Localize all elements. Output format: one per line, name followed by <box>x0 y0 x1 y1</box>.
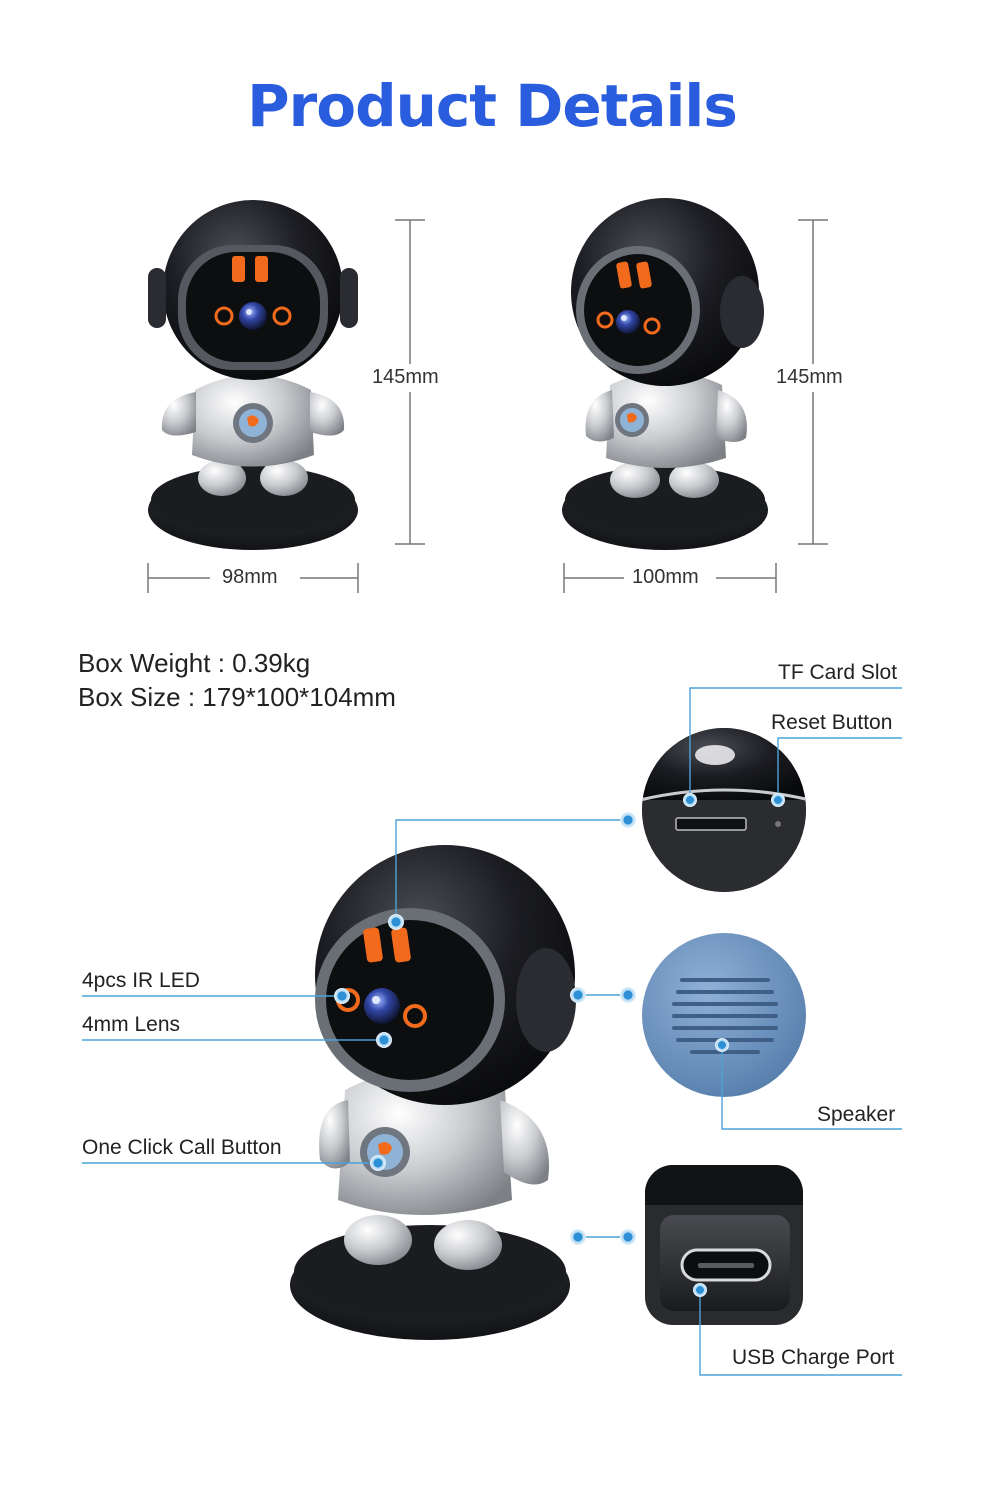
front-width-label: 98mm <box>220 566 280 589</box>
page-title: Product Details <box>247 72 738 140</box>
camera-front-view <box>148 200 358 550</box>
tf-card-detail <box>642 728 806 892</box>
speaker-detail <box>642 933 806 1097</box>
reset-button-label: Reset Button <box>771 711 893 734</box>
usb-port-detail <box>645 1165 803 1325</box>
usb-port-label: USB Charge Port <box>732 1346 895 1369</box>
box-size: Box Size : 179*100*104mm <box>78 682 396 712</box>
speaker-label: Speaker <box>817 1103 896 1126</box>
callout-lines <box>82 687 902 1376</box>
camera-main-view <box>290 845 576 1340</box>
side-dimension-lines <box>563 219 828 593</box>
front-height-label: 145mm <box>370 366 441 389</box>
lens-label: 4mm Lens <box>82 1013 181 1036</box>
call-button-label: One Click Call Button <box>82 1136 282 1159</box>
side-height-label: 145mm <box>774 366 845 389</box>
ir-led-label: 4pcs IR LED <box>82 969 200 992</box>
tf-card-slot-label: TF Card Slot <box>778 661 898 684</box>
front-dimension-lines <box>147 219 425 593</box>
camera-side-view <box>562 198 768 550</box>
side-width-label: 100mm <box>630 566 701 589</box>
callout-dots <box>334 793 785 1297</box>
box-weight: Box Weight : 0.39kg <box>78 648 311 678</box>
